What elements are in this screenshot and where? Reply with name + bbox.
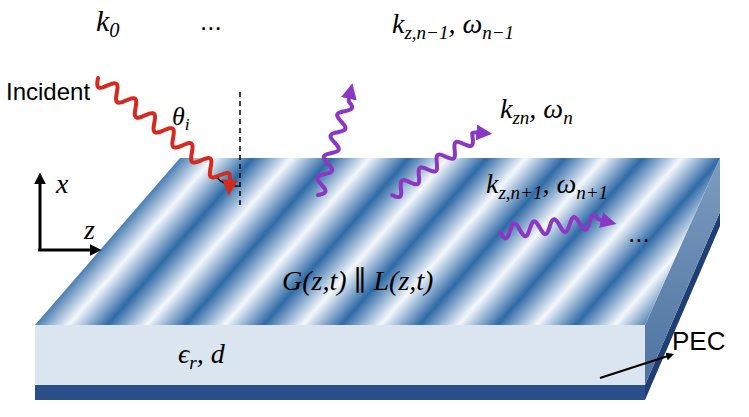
incident-label: Incident	[6, 80, 90, 104]
ellipsis: ...	[628, 220, 650, 246]
z-axis	[38, 249, 92, 252]
wavevector-label: kzn, ωn	[500, 95, 573, 123]
normal-line	[239, 92, 241, 205]
angle-label: θi	[172, 104, 190, 130]
x-axis	[39, 182, 42, 250]
modulated-surface	[35, 158, 720, 325]
axis-label: z	[84, 216, 95, 244]
slab-front	[35, 325, 645, 385]
wavevector-label: kz,n+1, ωn+1	[486, 170, 608, 198]
wave-arrow	[500, 215, 604, 239]
axis-label: x	[56, 170, 68, 198]
wavevector-label: k0	[96, 6, 120, 36]
wave-arrow	[392, 132, 479, 197]
pec-label: PEC	[672, 328, 725, 354]
wave-arrow	[97, 78, 230, 183]
pec-layer	[35, 385, 645, 400]
material-label: ϵr, d	[178, 340, 225, 368]
wave-arrow	[317, 96, 352, 195]
wavevector-label: kz,n−1, ωn−1	[392, 10, 514, 38]
modulation-label: G(z,t) ∥ L(z,t)	[282, 267, 433, 295]
ellipsis: ...	[200, 8, 222, 34]
pec-pointer	[600, 356, 668, 378]
